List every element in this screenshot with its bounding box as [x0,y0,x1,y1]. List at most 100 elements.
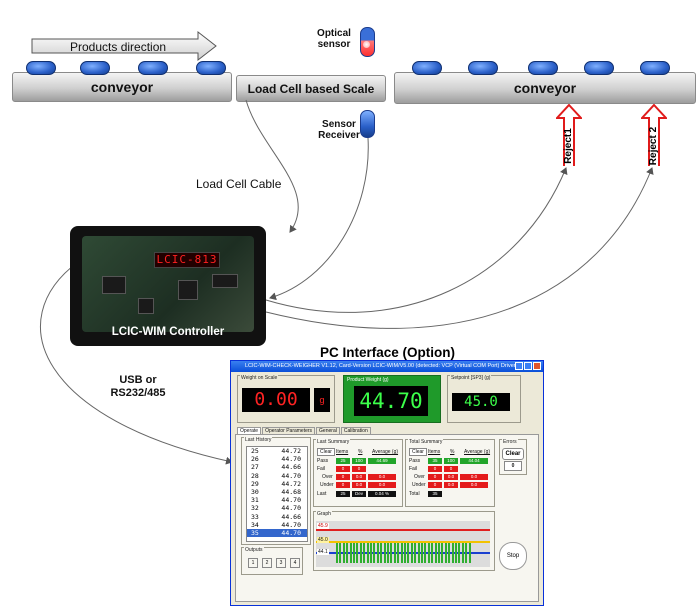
graph-panel: Graph 45.9 45.0 44.1 [313,511,495,571]
total-summary-clear-button[interactable]: Clear [409,448,427,456]
history-index: 34 [251,520,259,529]
stop-button[interactable]: Stop [499,542,527,570]
total-pass-avg: 44.04 [460,458,488,464]
history-value: 44.68 [281,488,301,497]
graph-bar [387,543,389,563]
graph-bar [417,543,420,563]
graph-bar [376,543,379,563]
window-titlebar: LCIC-WIM-CHECK-WEIGHER V1.12, Card-Versi… [231,361,543,372]
errors-count: 0 [504,461,522,471]
history-index: 35 [251,529,259,538]
controller-board: LCIC-813 [82,236,254,332]
setpoint-panel: Setpoint [SP3] (g) 45.0 [447,375,521,423]
under-pct: 0.0 [352,482,366,488]
total-summary-panel: Total Summary Clear Items % Average (g) … [405,439,495,507]
upper-limit-label: 45.9 [317,523,329,529]
graph-bar [468,543,471,563]
history-index: 33 [251,512,259,521]
history-row[interactable]: 33 44.66 [247,513,307,521]
row-label-fail: Fail [409,466,418,472]
row-label-fail: Fail [317,466,326,472]
history-value: 44.70 [281,471,301,480]
under-items: 0 [336,482,350,488]
outputs-title: Outputs [244,547,264,553]
maximize-button[interactable] [524,362,532,370]
last-summary-clear-button[interactable]: Clear [317,448,335,456]
col-avg: Average (g) [464,449,491,455]
total-over-items: 0 [428,474,442,480]
dev-label: Dev [352,491,366,497]
product-pill [528,61,558,75]
tab-general[interactable]: General [316,427,340,434]
graph-bar [410,543,413,563]
setpoint-label: 45.0 [317,537,329,543]
col-avg: Average (g) [372,449,399,455]
setpoint-title: Setpoint [SP3] (g) [450,375,492,381]
total-summary-title: Total Summary [408,439,444,445]
dev-value: 0.04 % [368,491,396,497]
pc-interface-title: PC Interface (Option) [320,345,456,360]
chip-icon [178,280,198,300]
weight-on-scale-display: 0.00 [242,388,310,412]
errors-clear-button[interactable]: Clear [502,448,524,460]
graph-bar [336,543,338,563]
fail-items: 0 [336,466,350,472]
tab-calibration[interactable]: Calibration [340,427,371,434]
minimize-button[interactable] [515,362,523,370]
close-button[interactable] [533,362,541,370]
row-label-last: Last [317,491,327,497]
graph-bar [431,543,434,563]
conveyor-left: conveyor [12,72,232,102]
graph-bar [434,543,437,563]
fail-pct: 0 [352,466,366,472]
graph-bar [393,543,396,563]
load-cell-cable-label: Load Cell Cable [196,177,282,191]
pass-avg: 44.69 [368,458,396,464]
history-index: 31 [251,496,259,505]
outputs-panel: Outputs 1 2 3 4 [241,547,303,575]
graph-plot: 45.9 45.0 44.1 [316,521,490,567]
conveyor-right: conveyor [394,72,696,104]
tab-operator-parameters[interactable]: Operator Parameters [262,427,316,434]
product-pill [412,61,442,75]
graph-bar [370,543,372,563]
product-pill [468,61,498,75]
graph-bar [366,543,369,563]
setpoint-display: 45.0 [452,393,510,411]
pass-pct: 100 [352,458,366,464]
graph-bar [356,543,359,563]
row-label-over: Over [322,474,333,480]
window-title: LCIC-WIM-CHECK-WEIGHER V1.12, Card-Versi… [245,363,518,369]
graph-title: Graph [316,511,332,517]
load-cell-scale: Load Cell based Scale [236,75,386,102]
product-weight-panel: Product Weight (g) 44.70 [343,375,441,423]
controller-display: LCIC-813 [154,252,220,268]
graph-bar [421,543,423,563]
pass-items: 25 [336,458,350,464]
graph-bar [444,543,447,563]
tab-operate[interactable]: Operate [237,427,262,434]
total-fail-pct: 0 [444,466,458,472]
history-value: 44.66 [281,512,301,521]
graph-bar [465,543,468,563]
history-value: 44.72 [281,479,301,488]
last-items: 25 [336,491,350,497]
controller-label: LCIC-WIM Controller [111,326,225,338]
graph-bar [397,543,400,563]
graph-bar [363,543,366,563]
history-index: 25 [251,447,259,455]
last-summary-panel: Last Summary Clear Items % Average (g) P… [313,439,403,507]
product-pill [640,61,670,75]
